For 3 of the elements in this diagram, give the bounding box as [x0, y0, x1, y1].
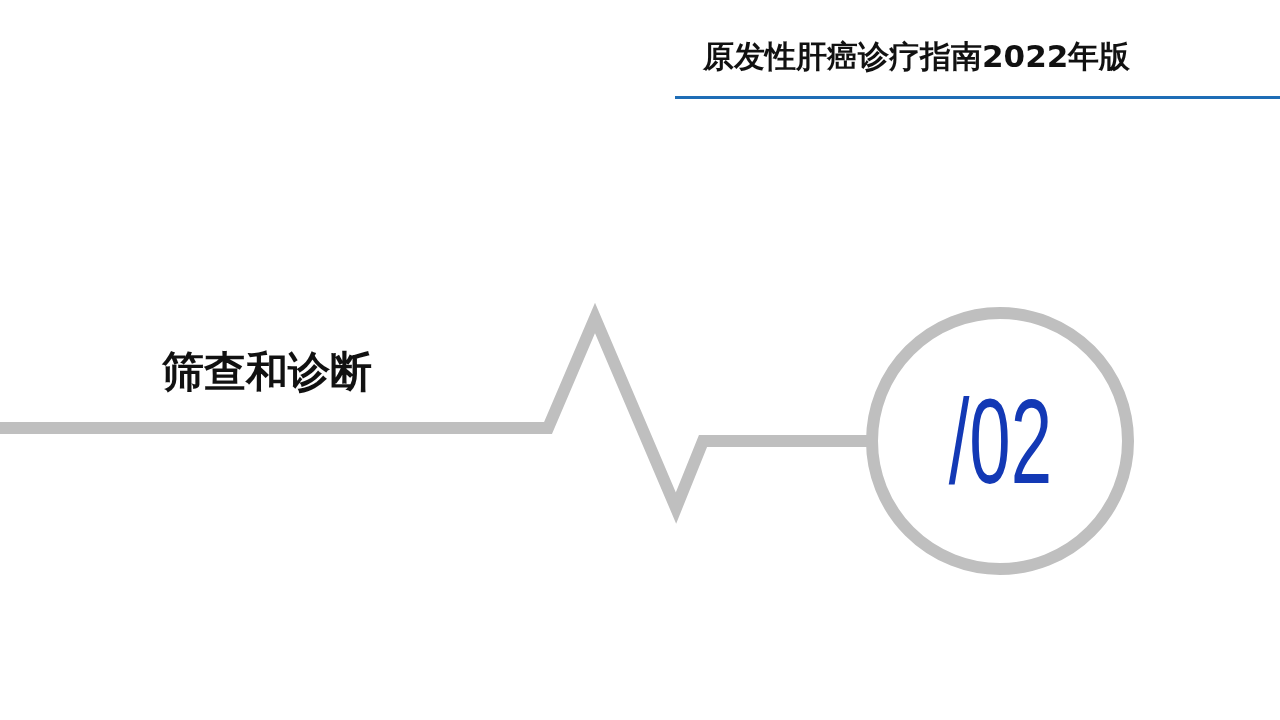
- slide-title: 原发性肝癌诊疗指南2022年版: [703, 37, 1131, 76]
- section-heading: 筛查和诊断: [162, 346, 372, 398]
- section-number: /02: [948, 381, 1052, 501]
